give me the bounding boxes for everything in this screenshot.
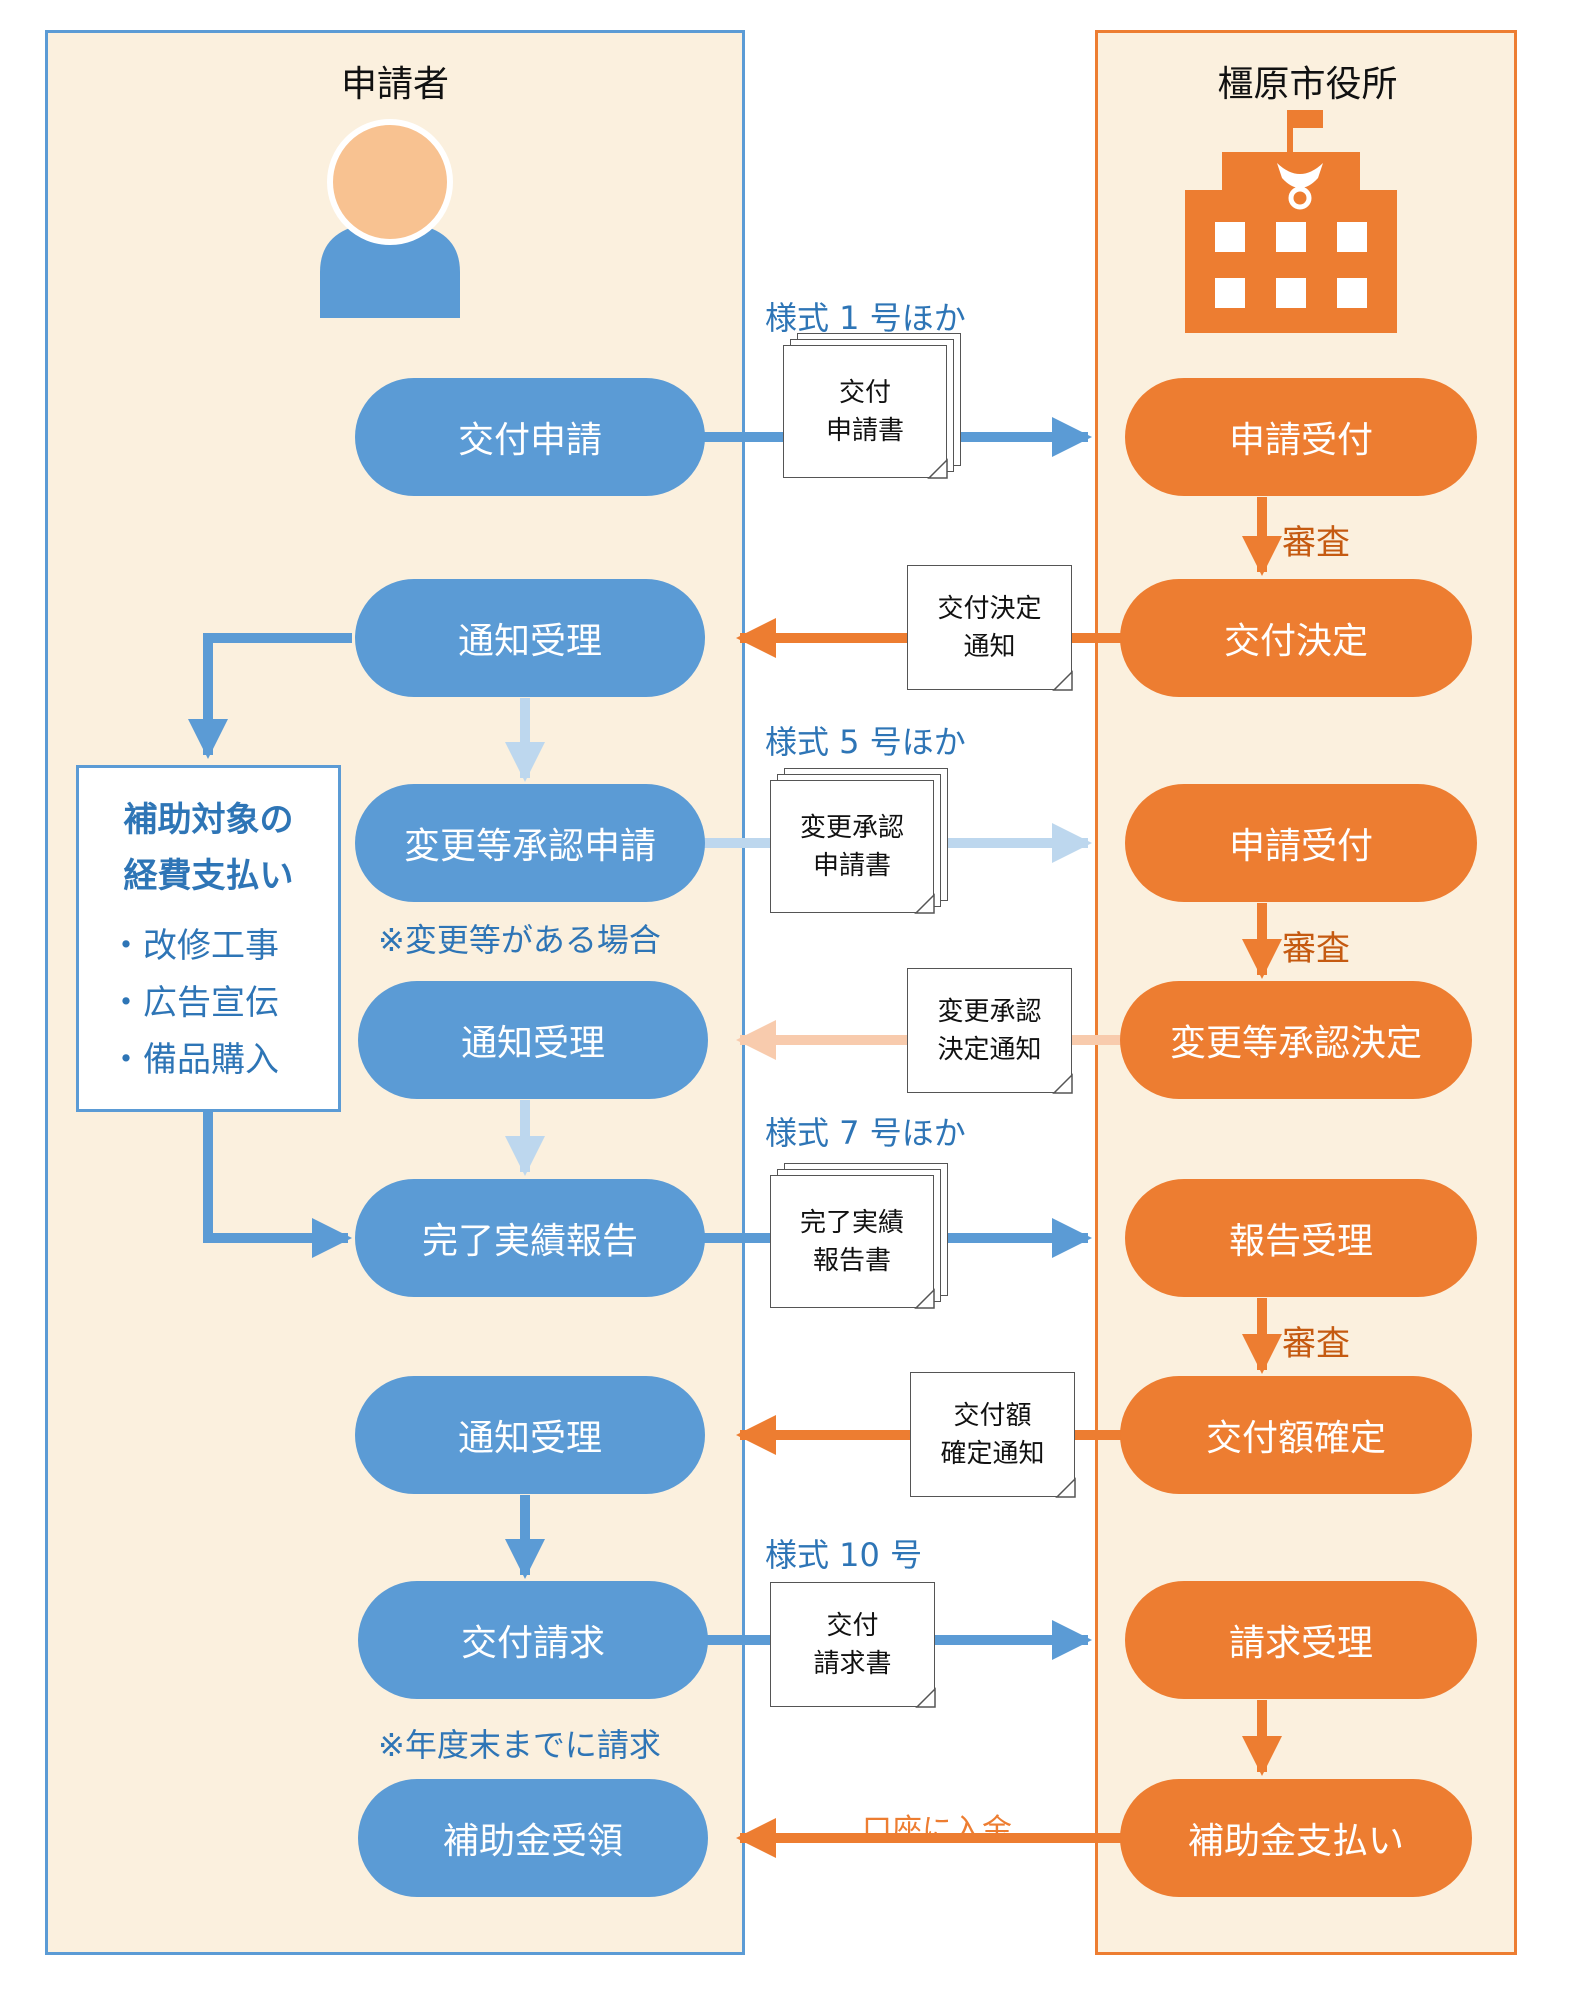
step-payment: 補助金支払い (1120, 1779, 1472, 1897)
city-office-lane-title: 橿原市役所 (1217, 64, 1398, 105)
form-label-1: 様式 1 号ほか (765, 299, 966, 337)
arrow-to-expense (188, 633, 352, 759)
form-label-5: 様式 5 号ほか (765, 723, 966, 761)
arrow-expense-to-report (203, 1112, 352, 1258)
form-label-10: 様式 10 号 (765, 1536, 923, 1574)
expense-title-1: 補助対象の (123, 800, 294, 840)
review-label-3: 審査 (1282, 1324, 1350, 1364)
step-receive: 補助金受領 (358, 1779, 708, 1897)
applicant-lane-title: 申請者 (340, 64, 449, 105)
doc-claim: 交付請求書 (770, 1582, 935, 1707)
step-report-accept: 報告受理 (1125, 1179, 1477, 1297)
form-label-7: 様式 7 号ほか (765, 1114, 966, 1152)
expense-box: 補助対象の 経費支払い ・改修工事 ・広告宣伝 ・備品購入 (76, 765, 341, 1112)
expense-title-2: 経費支払い (123, 856, 294, 896)
doc-amount-notice: 交付額確定通知 (910, 1372, 1075, 1497)
person-icon (320, 119, 460, 318)
expense-item-1: ・改修工事 (109, 926, 279, 966)
city-hall-icon (1185, 110, 1397, 333)
step-decision: 交付決定 (1120, 579, 1472, 697)
step-change-decision: 変更等承認決定 (1120, 981, 1472, 1099)
step-claim-accept: 請求受理 (1125, 1581, 1477, 1699)
doc-change-application: 変更承認申請書 (770, 768, 948, 913)
expense-item-2: ・広告宣伝 (109, 983, 279, 1023)
step-accept-2: 申請受付 (1125, 784, 1477, 902)
note-change: ※変更等がある場合 (378, 921, 661, 959)
step-change-apply: 変更等承認申請 (355, 784, 705, 902)
review-label-1: 審査 (1282, 523, 1350, 563)
step-notice-2: 通知受理 (358, 981, 708, 1099)
step-accept-1: 申請受付 (1125, 378, 1477, 496)
expense-item-3: ・備品購入 (109, 1040, 279, 1080)
doc-report: 完了実績報告書 (770, 1163, 948, 1308)
step-claim: 交付請求 (358, 1581, 708, 1699)
step-notice-1: 通知受理 (355, 579, 705, 697)
step-report: 完了実績報告 (355, 1179, 705, 1297)
deposit-label: 口座に入金 (862, 1813, 1012, 1848)
doc-change-notice: 変更承認決定通知 (907, 968, 1072, 1093)
review-label-2: 審査 (1282, 929, 1350, 969)
step-notice-3: 通知受理 (355, 1376, 705, 1494)
step-apply: 交付申請 (355, 378, 705, 496)
doc-application: 交付申請書 (783, 333, 961, 490)
doc-decision-notice: 交付決定通知 (907, 565, 1072, 690)
step-amount-fixed: 交付額確定 (1120, 1376, 1472, 1494)
note-claim: ※年度末までに請求 (378, 1726, 661, 1764)
